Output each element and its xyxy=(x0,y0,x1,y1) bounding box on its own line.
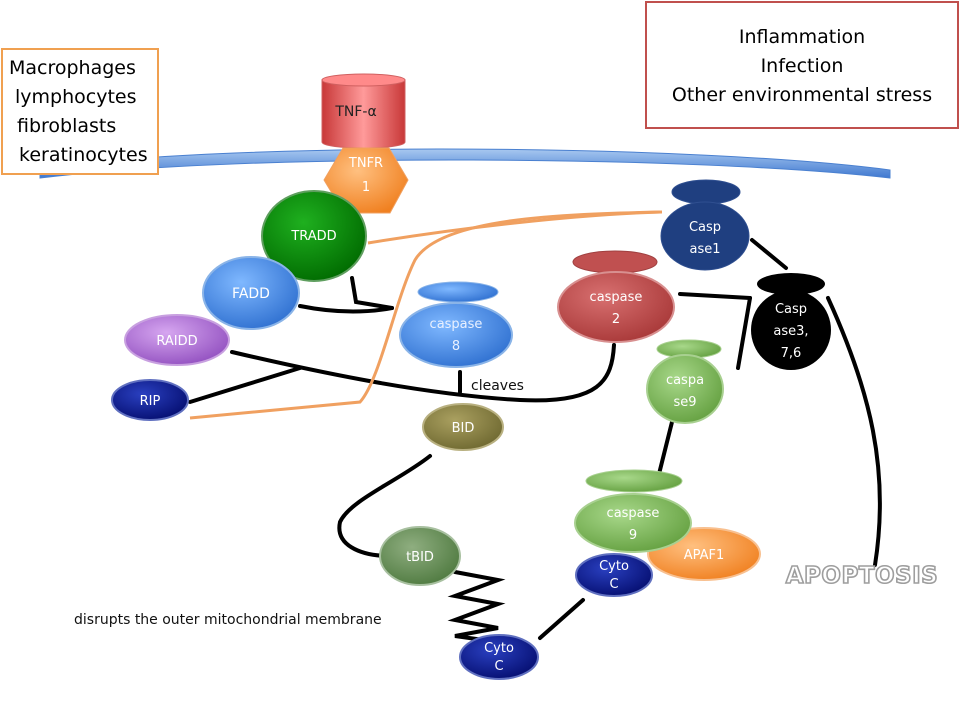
cytoc-lower-label-line2: C xyxy=(494,659,503,674)
caspase9-label-line1: caspa xyxy=(666,373,704,388)
cytoc-lower-node: Cyto C xyxy=(459,634,539,680)
caspase9-node: caspa se9 xyxy=(646,339,724,424)
cell-membrane xyxy=(39,148,891,179)
fadd-connector-bar xyxy=(298,304,394,314)
caspase2-label-line1: caspase xyxy=(590,290,643,305)
caspase3-label-line1: Casp xyxy=(775,302,807,317)
tnfr1-label-line1: TNFR xyxy=(348,156,383,171)
caspase8-label-line1: caspase xyxy=(430,317,483,332)
cell-type-fibroblasts: fibroblasts xyxy=(17,115,117,137)
caspase2-label-line2: 2 xyxy=(612,312,620,327)
disrupts-label: disrupts the outer mitochondrial membran… xyxy=(74,612,382,628)
caspase2-caspase3-vertical xyxy=(736,296,752,370)
caspase3-apoptosis-line xyxy=(826,296,882,567)
rip-caspase1-line xyxy=(189,210,663,420)
stress-environmental: Other environmental stress xyxy=(671,84,933,106)
tnfr1-receptor: TNFR 1 xyxy=(323,147,409,214)
cell-type-lymphocytes: lymphocytes xyxy=(15,86,137,108)
caspase2-caspase3-line xyxy=(678,292,752,300)
caspase9-complex-caspase9-line xyxy=(656,420,674,480)
tbid-node: tBID xyxy=(379,526,461,586)
caspase3-label-line3: 7,6 xyxy=(781,346,802,361)
bid-label: BID xyxy=(452,421,475,436)
caspase9-complex-label-line2: 9 xyxy=(629,528,637,543)
cell-type-keratinocytes: keratinocytes xyxy=(19,144,148,166)
stress-factors-box: Inflammation Infection Other environment… xyxy=(645,1,959,129)
bid-tbid-line xyxy=(337,454,432,558)
tradd-label: TRADD xyxy=(290,229,336,244)
fadd-label: FADD xyxy=(232,286,270,302)
caspase3-node: Casp ase3, 7,6 xyxy=(751,273,831,370)
caspase1-node: Casp ase1 xyxy=(660,179,750,271)
cytoc-lower-upper-line xyxy=(538,598,585,640)
caspase1-label-line1: Casp xyxy=(689,220,721,235)
rip-node: RIP xyxy=(111,379,189,421)
caspase1-label-line2: ase1 xyxy=(689,242,720,257)
rip-label: RIP xyxy=(140,394,161,409)
cytoc-upper-label-line2: C xyxy=(609,577,618,592)
caspase9-complex-node: caspase 9 xyxy=(574,469,692,553)
caspase8-node: caspase 8 xyxy=(399,281,513,368)
tradd-node: TRADD xyxy=(261,190,367,282)
cytoc-upper-node: Cyto C xyxy=(575,553,653,597)
caspase8-label-line2: 8 xyxy=(452,339,460,354)
caspase2-node: caspase 2 xyxy=(557,250,675,343)
stress-infection: Infection xyxy=(760,55,844,77)
tnfr1-label-line2: 1 xyxy=(362,180,370,195)
bid-node: BID xyxy=(422,403,504,451)
caspase3-label-line2: ase3, xyxy=(773,324,808,339)
rip-raidd-connector xyxy=(188,366,302,404)
tradd-caspase1-line xyxy=(367,210,661,245)
cytoc-upper-label-line1: Cyto xyxy=(599,559,629,574)
caspase1-caspase3-line xyxy=(750,238,788,270)
pathway-connectors xyxy=(188,238,882,644)
cytoc-lower-label-line1: Cyto xyxy=(484,641,514,656)
cell-type-macrophages: Macrophages xyxy=(9,57,136,79)
tbid-mito-zigzag xyxy=(447,570,506,644)
raidd-caspase2-line xyxy=(230,343,616,403)
tbid-label: tBID xyxy=(406,550,434,565)
tnf-alpha-label: TNF-α xyxy=(334,104,376,120)
caspase9-complex-label-line1: caspase xyxy=(607,506,660,521)
tradd-fadd-connector xyxy=(350,276,394,310)
caspase9-label-line2: se9 xyxy=(673,395,696,410)
stress-inflammation: Inflammation xyxy=(738,26,866,48)
cell-types-box: Macrophages lymphocytes fibroblasts kera… xyxy=(1,48,159,175)
tnf-alpha-ligand: TNF-α xyxy=(321,73,406,149)
apoptosis-label: APOPTOSIS xyxy=(786,563,939,589)
cleaves-label: cleaves xyxy=(471,378,524,394)
fadd-node: FADD xyxy=(202,256,300,330)
apaf1-label: APAF1 xyxy=(684,548,725,563)
raidd-node: RAIDD xyxy=(124,314,230,366)
orange-pathways xyxy=(189,210,663,420)
raidd-label: RAIDD xyxy=(156,334,197,349)
